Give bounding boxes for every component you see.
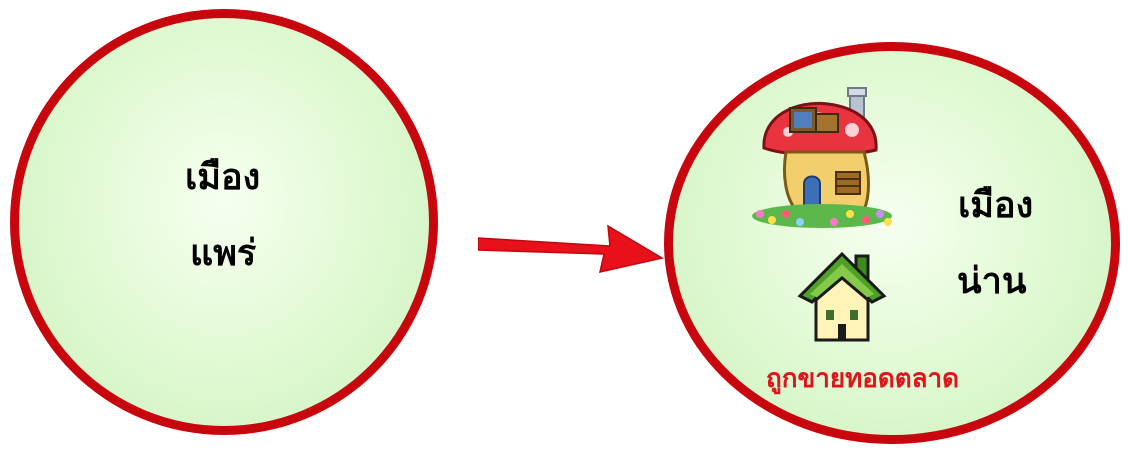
phrae-label-line1: เมือง — [185, 160, 260, 196]
sold-at-auction-label: ถูกขายทอดตลาด — [766, 366, 959, 392]
nan-label-line1: เมือง — [958, 188, 1033, 224]
green-roof-house-icon — [796, 252, 888, 344]
phrae-label-line2: แพร่ — [190, 236, 256, 272]
transfer-arrow — [478, 220, 664, 276]
nan-label-line2: น่าน — [957, 264, 1026, 300]
phrae-city-node — [10, 9, 438, 435]
mushroom-house-icon — [752, 86, 894, 232]
